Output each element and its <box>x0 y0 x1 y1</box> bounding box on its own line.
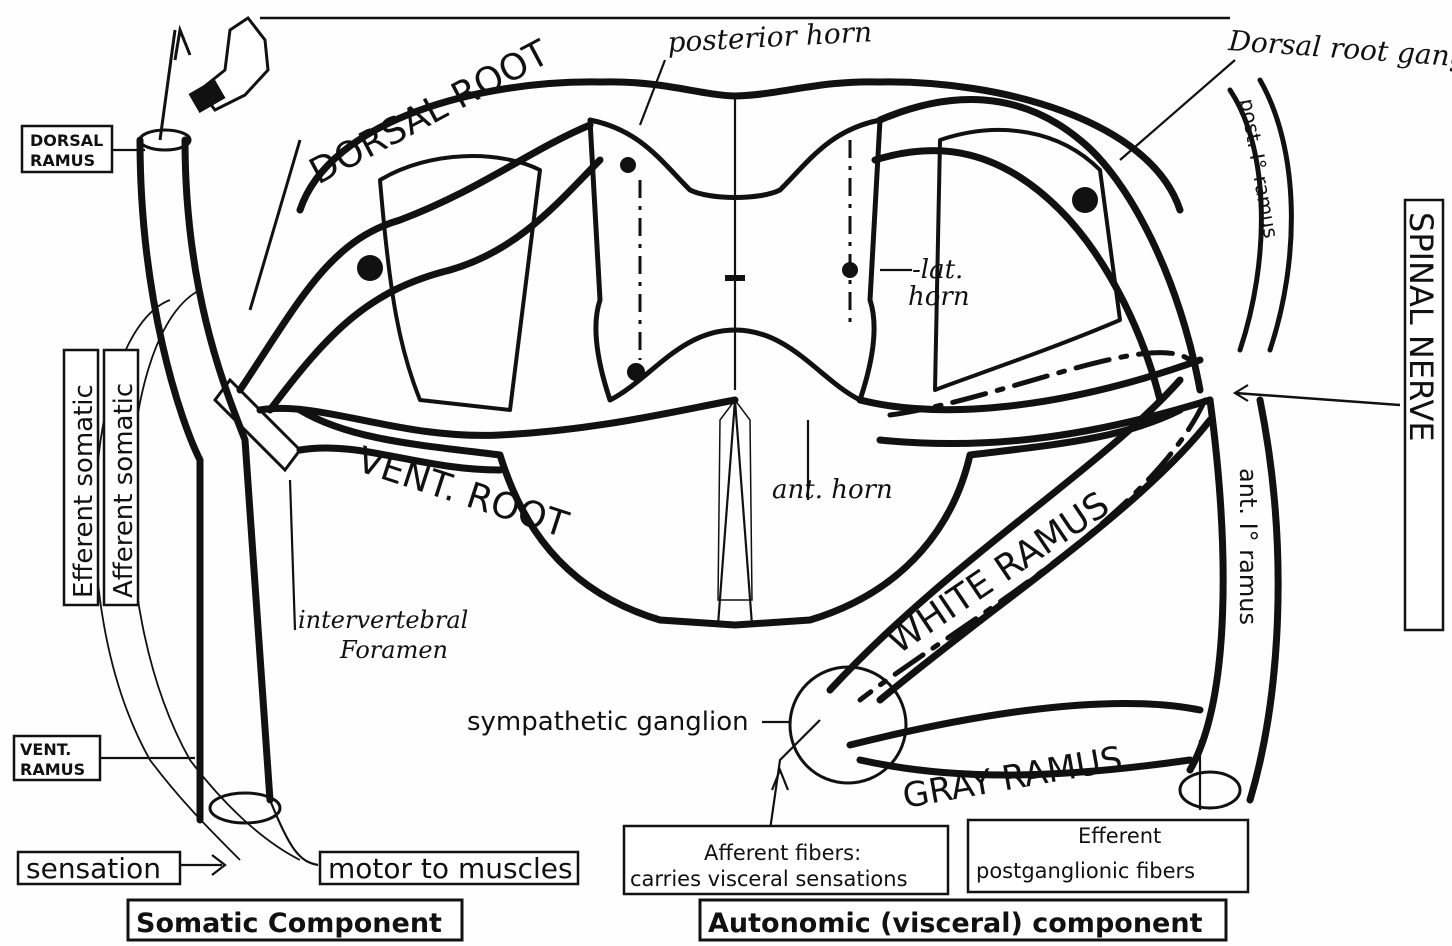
label-spinal-nerve: SPINAL NERVE <box>1402 212 1440 442</box>
label-intervertebral-1: intervertebral <box>298 606 468 634</box>
label-autonomic-component: Autonomic (visceral) component <box>708 908 1203 939</box>
label-ant-horn: ant. horn <box>772 475 893 505</box>
label-motor-to-muscles: motor to muscles <box>328 852 573 885</box>
label-dorsal-ramus-1: DORSAL <box>30 131 103 150</box>
diagram-labels: DORSAL ROOT posterior horn Dorsal root g… <box>14 15 1452 940</box>
label-posterior-horn: posterior horn <box>667 15 873 59</box>
label-efferent-postganglionic-2: postganglionic fibers <box>976 859 1195 883</box>
label-dorsal-root-ganglion: Dorsal root gangl <box>1227 24 1452 74</box>
label-ant-ramus: ant. I° ramus <box>1234 468 1262 625</box>
label-lat-horn-2: horn <box>908 282 970 312</box>
label-lat-horn-1: -lat. <box>912 255 963 285</box>
label-afferent-fibers-2: carries visceral sensations <box>630 867 908 891</box>
label-sympathetic-ganglion: sympathetic ganglion <box>467 707 749 737</box>
label-vent-root: VENT. ROOT <box>352 440 574 547</box>
label-somatic-component: Somatic Component <box>136 908 442 939</box>
label-intervertebral-2: Foramen <box>339 636 448 664</box>
label-dorsal-root: DORSAL ROOT <box>303 32 557 193</box>
label-efferent-somatic: Efferent somatic <box>69 384 99 598</box>
label-gray-ramus: GRAY RAMUS <box>900 739 1126 817</box>
label-efferent-postganglionic-1: Efferent <box>1078 824 1161 848</box>
label-white-ramus: WHITE RAMUS <box>880 484 1117 662</box>
label-vent-ramus-2: RAMUS <box>20 760 85 779</box>
label-sensation: sensation <box>26 852 161 885</box>
label-vent-ramus-1: VENT. <box>20 740 71 759</box>
label-afferent-fibers-1: Afferent fibers: <box>704 841 861 865</box>
label-dorsal-ramus-2: RAMUS <box>30 151 95 170</box>
label-afferent-somatic: Afferent somatic <box>109 383 139 598</box>
